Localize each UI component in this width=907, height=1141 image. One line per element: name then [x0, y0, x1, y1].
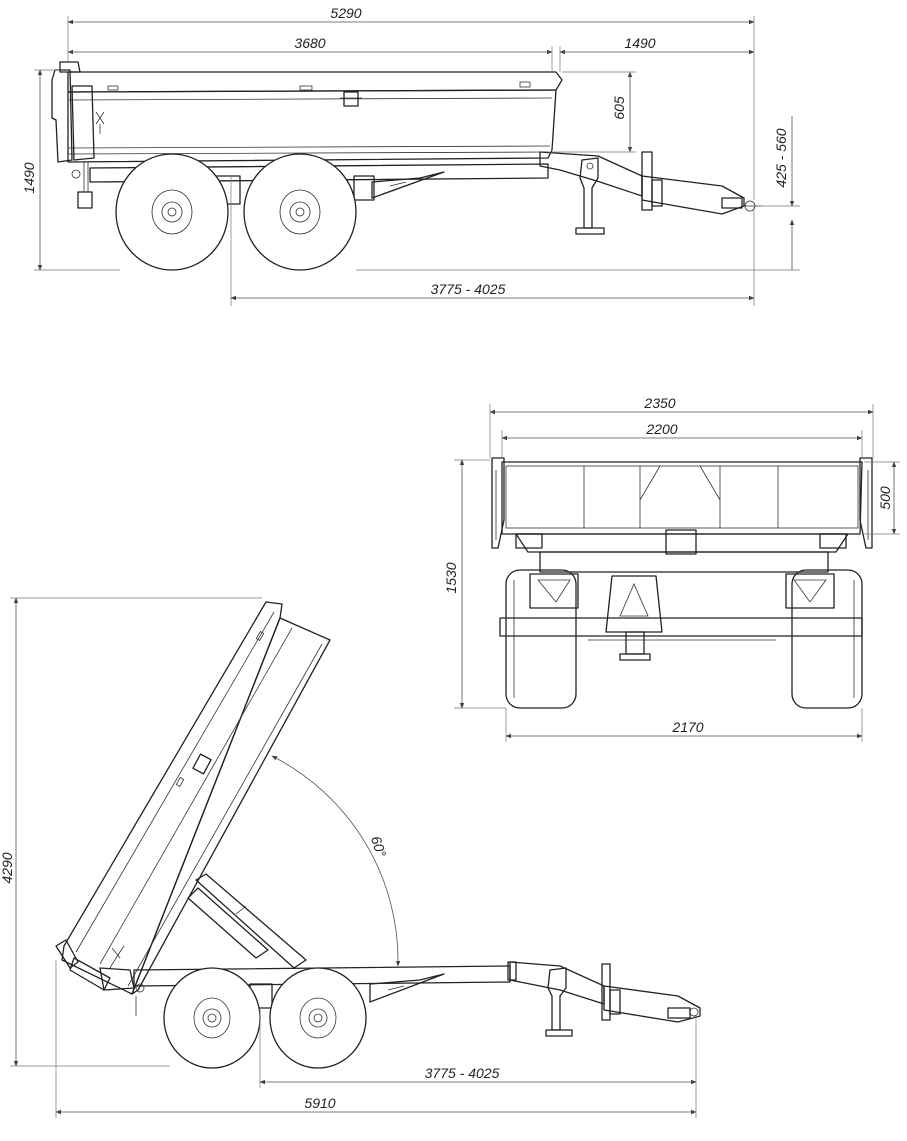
- dim-rear-side-height: 500: [877, 486, 893, 510]
- rear-view-body: [491, 457, 873, 555]
- tipping-view-chassis: [133, 961, 701, 1037]
- dim-overall-length: 5290: [330, 5, 361, 21]
- side-view-wheel-rear: [243, 153, 357, 271]
- dim-tipping-angle: 60°: [368, 834, 390, 859]
- dim-hitch-height: 425 - 560: [773, 128, 789, 187]
- rear-view-chassis: [499, 551, 863, 661]
- dim-body-width: 2200: [645, 421, 677, 437]
- rear-view-dimension-labels: 2350 2200 500 1530 2170: [443, 395, 893, 735]
- dim-tipping-axle-to-hitch: 3775 - 4025: [425, 1065, 500, 1081]
- dim-rear-height: 1530: [443, 562, 459, 593]
- side-view: 5290 3680 1490 605 425 - 560 1490 3775 -…: [21, 5, 800, 306]
- dim-axle-to-hitch: 3775 - 4025: [431, 281, 506, 297]
- rear-view-dimensions: [454, 404, 900, 742]
- rear-view-wheels: [505, 569, 863, 709]
- dim-track-width: 2170: [671, 719, 703, 735]
- rear-view: 2350 2200 500 1530 2170: [443, 395, 900, 742]
- side-view-body: [51, 61, 563, 209]
- tipping-view-ram: [187, 873, 307, 969]
- tipping-view-angle: [271, 755, 401, 967]
- dim-drawbar-length: 1490: [624, 35, 655, 51]
- tipping-view-wheel-rear: [269, 967, 367, 1069]
- side-view-wheel-front: [115, 153, 229, 271]
- dim-side-height: 605: [611, 96, 627, 120]
- dim-overall-height: 1490: [21, 162, 37, 193]
- dim-tipped-height: 4290: [0, 852, 15, 883]
- side-view-dimension-labels: 5290 3680 1490 605 425 - 560 1490 3775 -…: [21, 5, 789, 297]
- tipping-view: 4290 60° 3775 - 4025 5910: [0, 597, 701, 1118]
- tipping-view-body: [55, 601, 331, 995]
- side-view-dimensions: [34, 16, 800, 306]
- tipping-view-dimension-labels: 4290 60° 3775 - 4025 5910: [0, 834, 500, 1111]
- tipping-view-dimensions: [10, 597, 697, 1118]
- dim-overall-width: 2350: [643, 395, 675, 411]
- dim-tipped-length: 5910: [304, 1095, 335, 1111]
- tipping-view-wheel-front: [163, 967, 261, 1069]
- dim-body-length: 3680: [294, 35, 325, 51]
